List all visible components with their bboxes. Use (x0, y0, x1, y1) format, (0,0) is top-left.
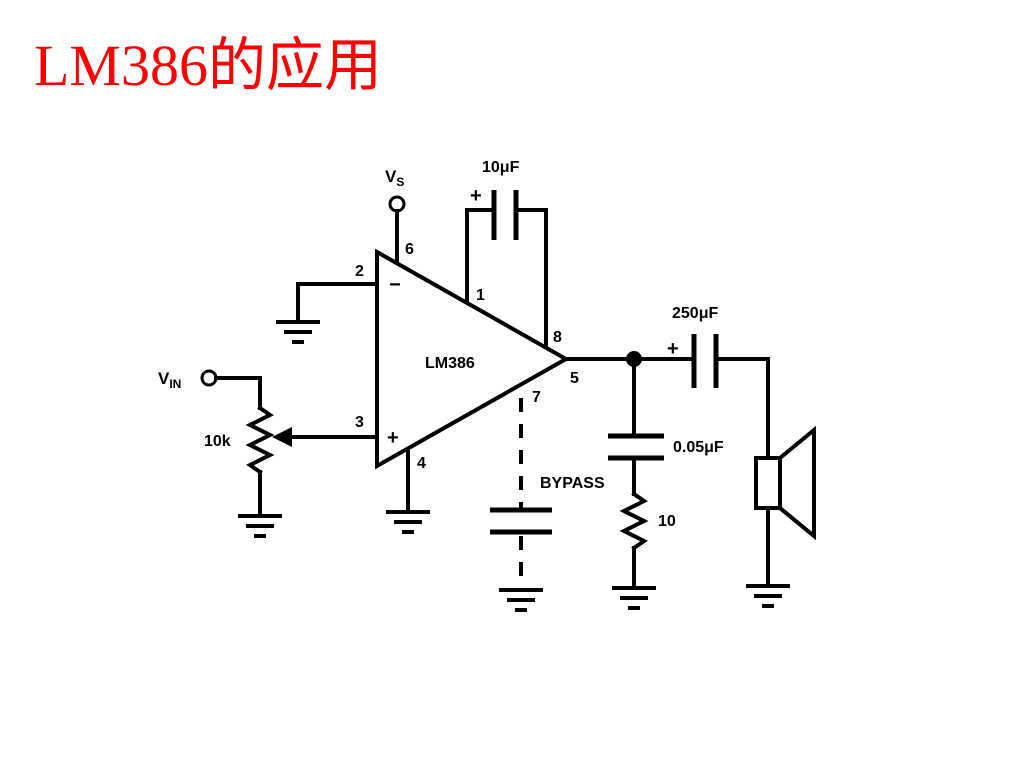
label-pin7: 7 (532, 389, 541, 406)
label-pin2: 2 (355, 263, 364, 280)
label-vin: VIN (158, 369, 181, 391)
label-pin3: 3 (355, 414, 364, 431)
label-cap-gain: 10μF (482, 159, 520, 176)
label-pin1: 1 (476, 287, 485, 304)
ground-symbol-bypass (499, 588, 543, 612)
ground-symbol-pin4 (386, 510, 430, 534)
ground-symbol-speaker (746, 584, 790, 608)
label-cap-out: 250μF (672, 305, 718, 322)
label-pin4: 4 (417, 455, 426, 472)
label-res-zobel: 10 (658, 513, 676, 530)
ground-symbol-zobel (612, 586, 656, 610)
wire-pin1 (465, 208, 494, 302)
label-minus: − (389, 274, 401, 296)
pot-resistor (245, 405, 275, 475)
label-pin6: 6 (405, 241, 414, 258)
wire-vin (214, 376, 262, 410)
ground-symbol-pin2 (276, 320, 320, 344)
vs-terminal (388, 195, 406, 213)
label-cap-out-plus: + (667, 338, 679, 360)
ground-symbol-pot (238, 514, 282, 538)
label-vs: VS (385, 167, 404, 189)
label-cap-gain-plus: + (470, 185, 482, 207)
label-pin5: 5 (570, 370, 579, 387)
amplifier-triangle (375, 248, 571, 470)
slide-title: LM386的应用 (34, 33, 383, 98)
label-bypass: BYPASS (540, 475, 605, 492)
vin-terminal (200, 369, 218, 387)
label-amp: LM386 (425, 355, 475, 372)
label-cap-zobel: 0.05μF (673, 439, 724, 456)
speaker-magnet (754, 456, 782, 510)
wire-to-speaker (716, 357, 770, 460)
wire-pin8 (516, 208, 548, 348)
pot-wiper-arrow (272, 427, 292, 447)
label-pot: 10k (204, 433, 231, 450)
label-plus-in: + (387, 427, 399, 449)
label-pin8: 8 (553, 329, 562, 346)
zobel-resistor (619, 491, 649, 551)
speaker-cone (778, 425, 816, 541)
wire-pin2 (296, 282, 379, 324)
